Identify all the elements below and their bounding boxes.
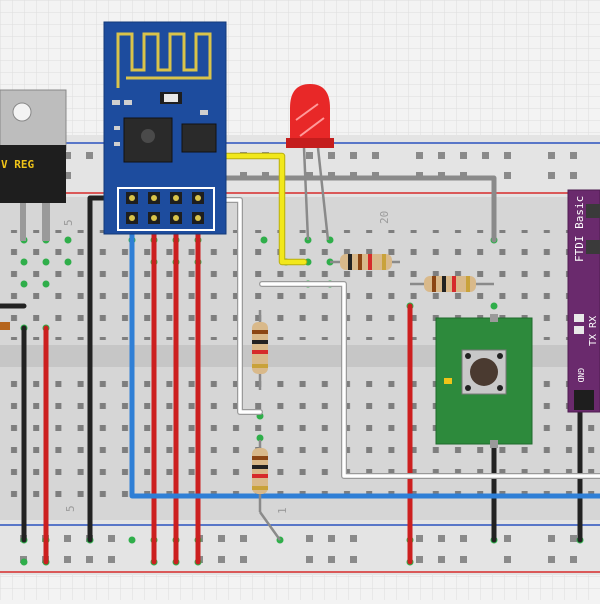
column-label-20: 20	[378, 211, 391, 224]
ftdi-basic-board: FTDI Basic TX RX GND	[567, 189, 600, 413]
esp-pins	[126, 192, 204, 224]
wire-red-stub-left	[0, 322, 10, 330]
resistor-2	[410, 276, 494, 292]
column-label-5-bottom: 5	[64, 505, 77, 512]
breadboard-bottom-rail-area	[0, 520, 600, 575]
resistor-3	[252, 310, 268, 390]
antenna-trace	[116, 32, 212, 88]
voltage-regulator: V REG	[0, 89, 67, 241]
column-label-1: 1	[276, 507, 289, 514]
red-led	[286, 84, 334, 241]
regulator-label: V REG	[1, 158, 34, 171]
resistor-1	[330, 254, 400, 270]
ftdi-title: FTDI Basic	[573, 196, 586, 262]
ftdi-tx-rx-label: TX RX	[588, 316, 599, 346]
holes-bottom-rail	[20, 535, 577, 563]
push-button	[435, 314, 533, 448]
espressif-logo-icon	[141, 129, 155, 143]
column-label-5-top: 5	[62, 219, 75, 226]
wire-blue	[129, 217, 600, 499]
resistor-4	[252, 440, 282, 541]
esp8266-module	[103, 21, 227, 235]
wire-white-2-core	[260, 282, 600, 478]
ftdi-gnd-label: GND	[576, 368, 585, 383]
